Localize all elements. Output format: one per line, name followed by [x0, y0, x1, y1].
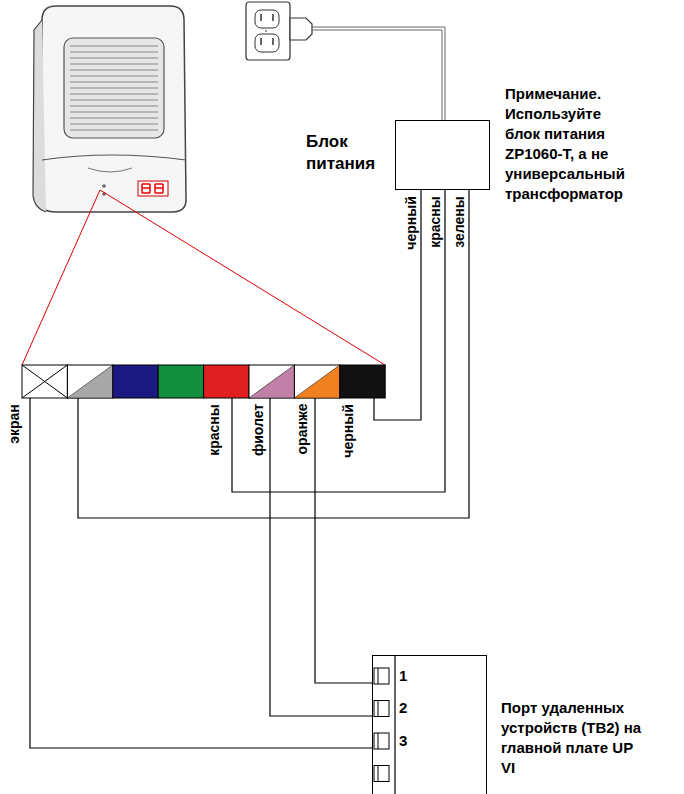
wire-color: зелены — [451, 196, 467, 247]
plug — [290, 18, 312, 40]
leader-line — [100, 190, 385, 365]
wire-color: черный — [403, 196, 419, 249]
device-housing — [33, 6, 186, 212]
screw-terminal — [378, 733, 379, 749]
grille-slot — [70, 45, 158, 46]
node-label: Порт удаленных устройств (TB2) на главно… — [501, 698, 651, 778]
terminal-color — [294, 365, 339, 398]
grille-slot — [70, 51, 158, 52]
terminal-color — [249, 365, 294, 398]
wire — [78, 190, 469, 518]
grille-slot — [70, 63, 158, 64]
wire-color: фиолет — [250, 404, 266, 456]
screw-terminal — [378, 701, 379, 717]
wire-color: оранже — [294, 404, 310, 455]
grille-slot — [70, 75, 158, 76]
terminal-strip — [22, 365, 385, 398]
terminal-block — [374, 655, 395, 794]
terminal — [340, 365, 385, 398]
wire — [232, 190, 445, 492]
grille-slot — [70, 93, 158, 94]
screw-terminal — [374, 668, 389, 684]
terminal — [204, 365, 249, 398]
screw-terminal — [374, 733, 389, 749]
grille-slot — [70, 87, 158, 88]
wire — [315, 398, 373, 683]
wire-color: красны — [206, 404, 222, 456]
leader-line — [22, 190, 100, 365]
screw-terminal — [378, 766, 379, 782]
terminal — [158, 365, 203, 398]
grille-slot — [70, 99, 158, 100]
grille-slot — [70, 57, 158, 58]
terminal — [67, 365, 112, 398]
wire-color: черный — [340, 404, 356, 457]
grille-slot — [70, 69, 158, 70]
block-divider — [394, 655, 395, 794]
wall-outlet — [246, 2, 445, 120]
pin-number: 2 — [399, 698, 419, 718]
terminal-color — [67, 365, 112, 398]
node-label: Блок питания — [306, 131, 386, 175]
wires — [30, 190, 469, 748]
pin-number: 1 — [399, 666, 419, 686]
wire — [374, 190, 421, 420]
terminal — [294, 365, 339, 398]
terminal — [113, 365, 158, 398]
terminal — [22, 365, 67, 398]
remote-port-block: Порт удаленных устройств (TB2) на главно… — [372, 655, 487, 794]
power-supply: Блок питания — [395, 120, 490, 190]
pin-number: 3 — [399, 731, 419, 751]
grille-slot — [70, 129, 158, 130]
grille-slot — [70, 81, 158, 82]
wire — [270, 398, 373, 716]
grille-slot — [70, 117, 158, 118]
note: Примечание. Используйте блок питания ZP1… — [505, 84, 640, 204]
screw-terminal — [378, 668, 379, 684]
wire-color: экран — [6, 404, 22, 444]
grille-slot — [70, 105, 158, 106]
terminal — [249, 365, 294, 398]
grille-slot — [70, 111, 158, 112]
shield-mark — [22, 365, 67, 398]
grille-slot — [70, 123, 158, 124]
wire-color: красны — [427, 196, 443, 248]
screw-terminal — [374, 701, 389, 717]
wire — [30, 398, 373, 748]
screw-terminal — [374, 766, 389, 782]
